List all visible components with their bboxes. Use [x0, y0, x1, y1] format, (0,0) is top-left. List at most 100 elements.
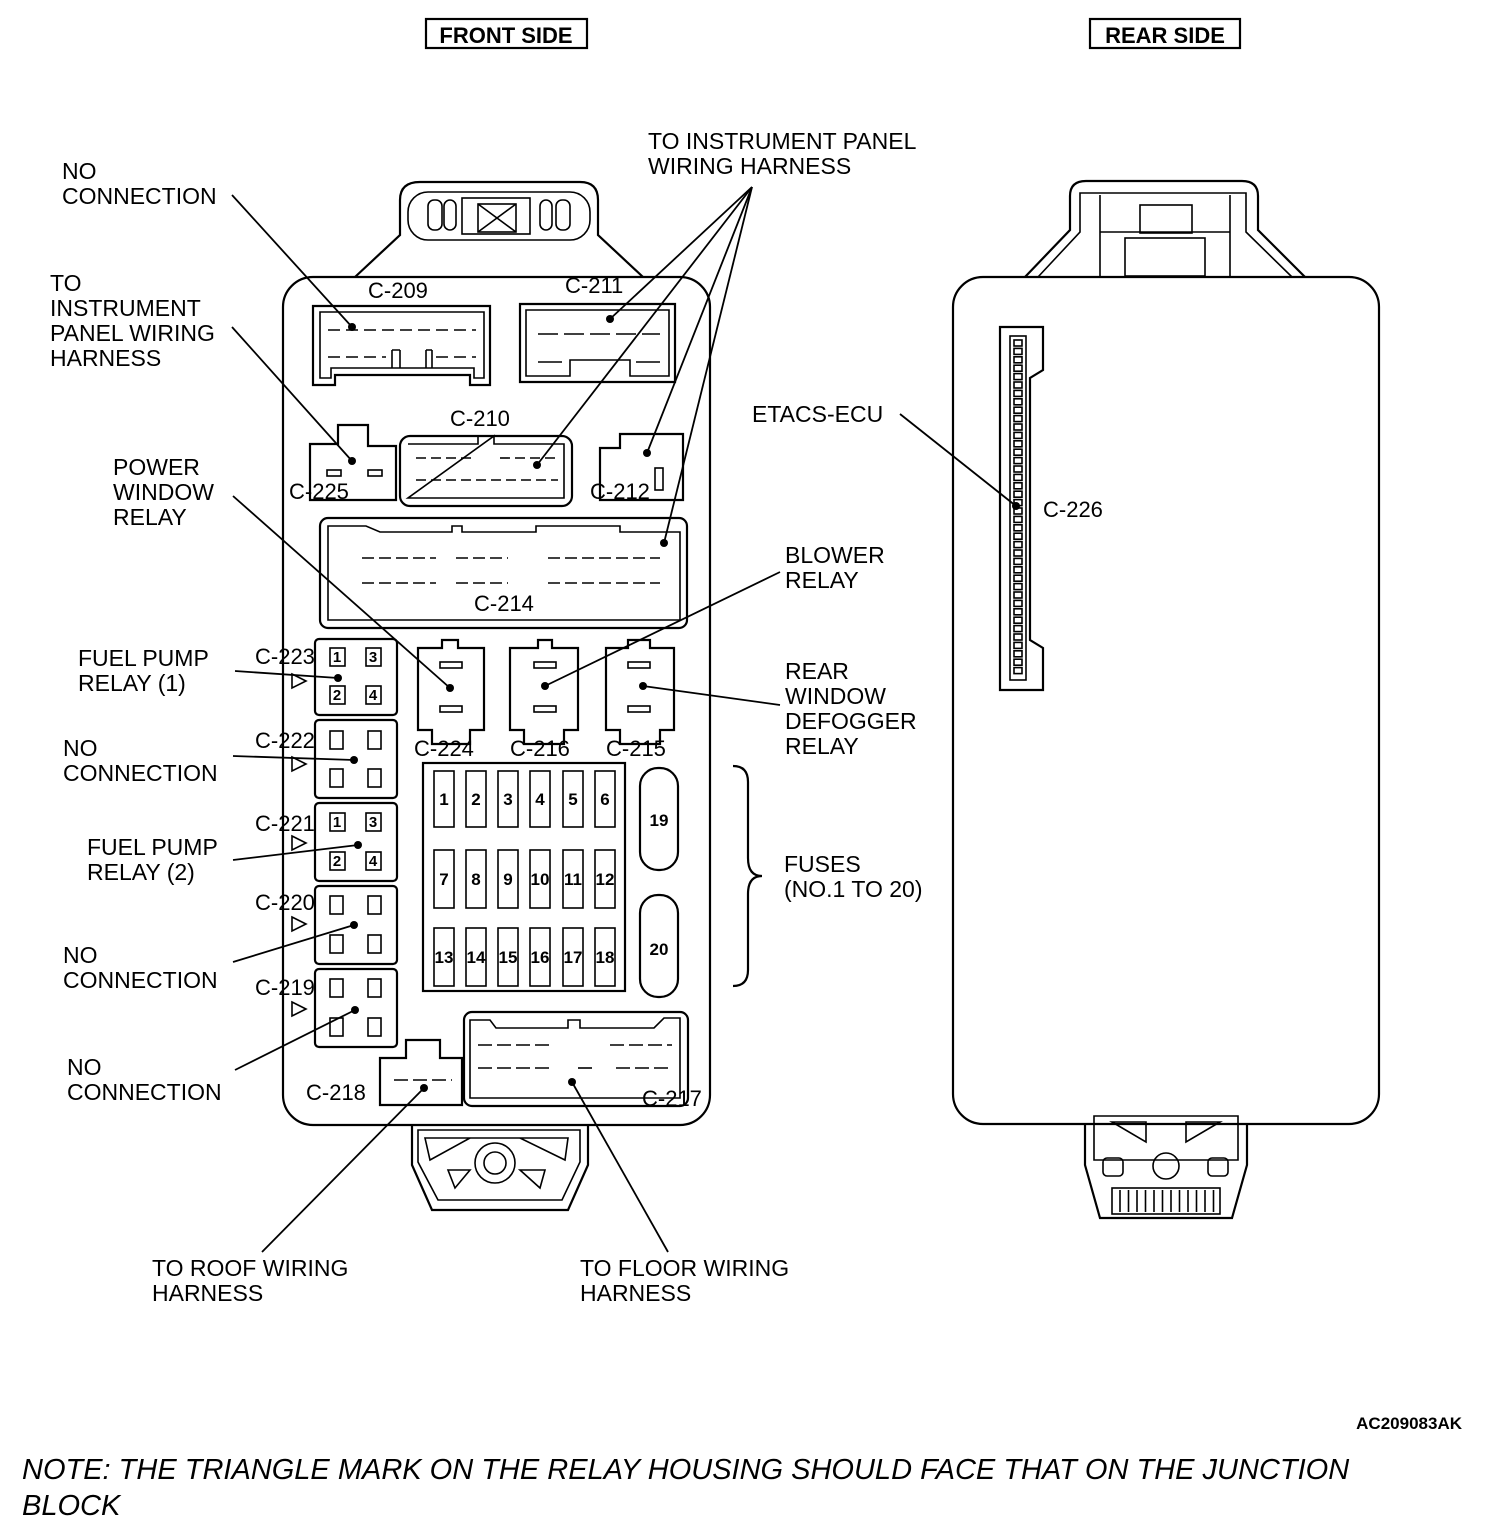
- fuse-14-label: 14: [467, 948, 486, 967]
- svg-text:RELAY: RELAY: [785, 567, 859, 593]
- fuse-6-label: 6: [600, 790, 609, 809]
- svg-text:HARNESS: HARNESS: [50, 345, 161, 371]
- svg-text:C-214: C-214: [474, 591, 534, 616]
- callout-fuel-pump-relay-1: FUEL PUMP RELAY (1): [78, 645, 209, 696]
- svg-text:INSTRUMENT: INSTRUMENT: [50, 295, 201, 321]
- etacs-pin: [1013, 658, 1023, 667]
- svg-text:C-220: C-220: [255, 890, 315, 915]
- svg-text:C-218: C-218: [306, 1080, 366, 1105]
- svg-text:NO: NO: [63, 735, 98, 761]
- fuse-bracket: [732, 764, 763, 988]
- svg-text:REAR SIDE: REAR SIDE: [1105, 23, 1225, 48]
- fuse-3-label: 3: [503, 790, 512, 809]
- connector-c211: C-211: [518, 273, 677, 384]
- etacs-pin: [1013, 649, 1023, 658]
- fuse-12: [594, 849, 616, 909]
- svg-text:CONNECTION: CONNECTION: [62, 183, 217, 209]
- fuse-10-label: 10: [531, 870, 550, 889]
- svg-text:3: 3: [369, 649, 377, 666]
- callout-fuel-pump-relay-2: FUEL PUMP RELAY (2): [87, 834, 218, 885]
- etacs-pin: [1013, 414, 1023, 423]
- front-side-header: FRONT SIDE: [424, 17, 589, 50]
- etacs-pin: [1013, 624, 1023, 633]
- fuse-17-label: 17: [564, 948, 583, 967]
- relay-c215: C-215: [604, 638, 676, 761]
- svg-text:4: 4: [369, 853, 378, 870]
- figure-code: AC209083AK: [1356, 1414, 1463, 1433]
- etacs-pin: [1013, 515, 1023, 524]
- fuse-1-label: 1: [439, 790, 448, 809]
- callout-to-floor-harness: TO FLOOR WIRING HARNESS: [580, 1255, 789, 1306]
- fuse-9-label: 9: [503, 870, 512, 889]
- etacs-pin: [1013, 431, 1023, 440]
- svg-text:TO: TO: [50, 270, 82, 296]
- etacs-pin: [1013, 540, 1023, 549]
- svg-text:CONNECTION: CONNECTION: [67, 1079, 222, 1105]
- svg-text:C-216: C-216: [510, 736, 570, 761]
- note-text: NOTE: THE TRIANGLE MARK ON THE RELAY HOU…: [22, 1454, 1349, 1522]
- etacs-pin: [1013, 355, 1023, 364]
- etacs-pin: [1013, 607, 1023, 616]
- etacs-pin: [1013, 347, 1023, 356]
- svg-text:BLOWER: BLOWER: [785, 542, 885, 568]
- callout-to-ip-harness-left: TO INSTRUMENT PANEL WIRING HARNESS: [50, 270, 215, 371]
- svg-text:C-211: C-211: [565, 273, 623, 298]
- etacs-pin: [1013, 557, 1023, 566]
- svg-text:RELAY (1): RELAY (1): [78, 670, 186, 696]
- svg-text:FUSES: FUSES: [784, 851, 861, 877]
- svg-text:FRONT SIDE: FRONT SIDE: [439, 23, 572, 48]
- connector-c214: C-214: [318, 516, 689, 630]
- svg-text:2: 2: [333, 687, 341, 704]
- etacs-pin: [1013, 397, 1023, 406]
- etacs-pin: [1013, 473, 1023, 482]
- connector-c210: C-210: [398, 406, 574, 508]
- svg-text:BLOCK: BLOCK: [22, 1490, 122, 1522]
- relay-c222: C-222: [255, 718, 399, 800]
- svg-text:CONNECTION: CONNECTION: [63, 967, 218, 993]
- etacs-pin: [1013, 364, 1023, 373]
- fuse-8-label: 8: [471, 870, 480, 889]
- etacs-pin: [1013, 549, 1023, 557]
- fuse-11-label: 11: [564, 870, 582, 889]
- fuse-5-label: 5: [568, 790, 577, 809]
- fuse-6: [594, 770, 616, 828]
- svg-text:WINDOW: WINDOW: [113, 479, 214, 505]
- fuse-3: [497, 770, 519, 828]
- etacs-pin: [1013, 372, 1023, 381]
- etacs-pin: [1013, 616, 1023, 625]
- svg-text:C-215: C-215: [606, 736, 666, 761]
- svg-text:4: 4: [369, 687, 378, 704]
- svg-text:1: 1: [333, 649, 341, 666]
- svg-text:TO ROOF WIRING: TO ROOF WIRING: [152, 1255, 348, 1281]
- etacs-pin: [1013, 574, 1023, 583]
- etacs-pin: [1013, 599, 1023, 608]
- callout-no-connection-220: NO CONNECTION: [63, 942, 218, 993]
- connector-c217: C-217: [462, 1010, 702, 1111]
- etacs-pin: [1013, 481, 1023, 490]
- fuse-18-label: 18: [596, 948, 615, 967]
- svg-text:NO: NO: [62, 158, 97, 184]
- etacs-pin: [1013, 582, 1023, 591]
- etacs-pin: [1013, 448, 1023, 457]
- svg-text:C-217: C-217: [642, 1086, 702, 1111]
- etacs-pin: [1013, 389, 1023, 398]
- svg-text:RELAY (2): RELAY (2): [87, 859, 195, 885]
- svg-text:REAR: REAR: [785, 658, 849, 684]
- etacs-pin: [1013, 456, 1023, 465]
- etacs-pin: [1013, 439, 1023, 448]
- relay-c220: C-220: [255, 884, 399, 966]
- connector-c212: C-212: [590, 432, 685, 504]
- svg-text:TO INSTRUMENT PANEL: TO INSTRUMENT PANEL: [648, 128, 917, 154]
- svg-text:3: 3: [369, 814, 377, 831]
- etacs-pin: [1013, 406, 1023, 415]
- svg-text:FUEL PUMP: FUEL PUMP: [78, 645, 209, 671]
- etacs-pin: [1013, 465, 1023, 473]
- fuse-2-label: 2: [471, 790, 480, 809]
- svg-text:C-212: C-212: [590, 479, 650, 504]
- svg-text:DEFOGGER: DEFOGGER: [785, 708, 917, 734]
- fuse-19-label: 19: [650, 811, 669, 830]
- svg-text:C-209: C-209: [368, 278, 428, 303]
- svg-text:C-210: C-210: [450, 406, 510, 431]
- fuse-7: [433, 849, 455, 909]
